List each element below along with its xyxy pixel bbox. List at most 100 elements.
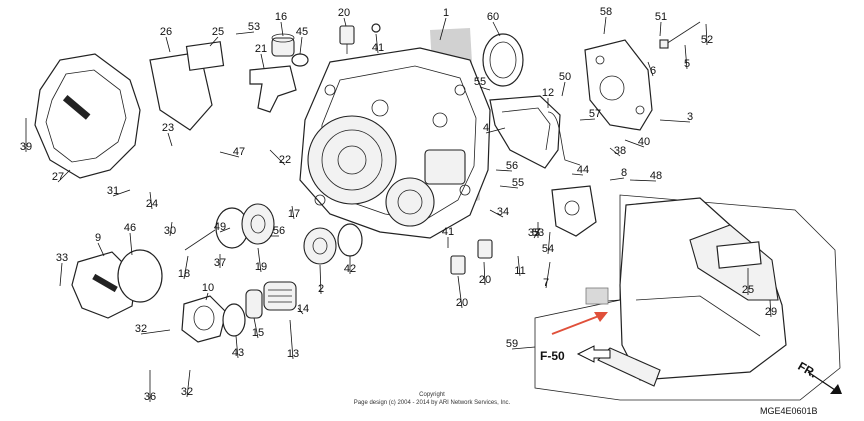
callout-32[interactable]: 32 bbox=[135, 323, 147, 335]
callout-33[interactable]: 33 bbox=[56, 252, 68, 264]
callout-45[interactable]: 45 bbox=[296, 26, 308, 38]
callout-59[interactable]: 59 bbox=[506, 338, 518, 350]
callout-55[interactable]: 55 bbox=[512, 177, 524, 189]
crankcase-cover[interactable] bbox=[299, 47, 491, 239]
oil-seal-62[interactable] bbox=[482, 33, 524, 87]
callout-38[interactable]: 38 bbox=[614, 145, 626, 157]
callout-39[interactable]: 39 bbox=[20, 141, 32, 153]
label-sticker-right[interactable] bbox=[716, 241, 762, 269]
callout-54[interactable]: 54 bbox=[542, 243, 554, 255]
callout-41[interactable]: 41 bbox=[442, 226, 454, 238]
callout-15[interactable]: 15 bbox=[252, 327, 264, 339]
callout-24[interactable]: 24 bbox=[146, 198, 158, 210]
callout-35[interactable]: 35 bbox=[528, 227, 540, 239]
callout-leader bbox=[479, 86, 491, 91]
callout-42[interactable]: 42 bbox=[344, 263, 356, 275]
callout-9[interactable]: 9 bbox=[95, 232, 101, 244]
callout-52[interactable]: 52 bbox=[701, 34, 713, 46]
callout-27[interactable]: 27 bbox=[52, 171, 64, 183]
callout-58[interactable]: 58 bbox=[600, 6, 612, 18]
callout-2[interactable]: 2 bbox=[318, 283, 324, 295]
callout-23[interactable]: 23 bbox=[162, 122, 174, 134]
valve-block[interactable] bbox=[551, 185, 597, 237]
callout-6[interactable]: 6 bbox=[650, 65, 656, 77]
callout-32[interactable]: 32 bbox=[181, 386, 193, 398]
long-bolt-5[interactable] bbox=[659, 21, 701, 49]
callout-leader bbox=[209, 36, 219, 47]
cover-plate-3[interactable] bbox=[584, 39, 653, 131]
callout-51[interactable]: 51 bbox=[655, 11, 667, 23]
callout-55[interactable]: 55 bbox=[474, 76, 486, 88]
callout-57[interactable]: 57 bbox=[589, 108, 601, 120]
plate-4[interactable] bbox=[489, 95, 561, 169]
sensor-20-right[interactable] bbox=[477, 239, 493, 259]
callout-53[interactable]: 53 bbox=[248, 21, 260, 33]
callout-31[interactable]: 31 bbox=[107, 185, 119, 197]
callout-53[interactable]: 53 bbox=[532, 227, 544, 239]
guard-cover[interactable] bbox=[34, 53, 141, 179]
callout-60[interactable]: 60 bbox=[487, 11, 499, 23]
oil-pipe-12[interactable] bbox=[547, 111, 581, 166]
callout-leader bbox=[495, 169, 513, 172]
collar-15[interactable] bbox=[245, 289, 263, 319]
callout-56[interactable]: 56 bbox=[273, 225, 285, 237]
callout-50[interactable]: 50 bbox=[559, 71, 571, 83]
callout-11[interactable]: 11 bbox=[514, 265, 525, 277]
callout-49[interactable]: 49 bbox=[214, 221, 226, 233]
callout-20[interactable]: 20 bbox=[479, 274, 491, 286]
callout-5[interactable]: 5 bbox=[684, 58, 690, 70]
callout-12[interactable]: 12 bbox=[542, 87, 554, 99]
callout-20[interactable]: 20 bbox=[338, 7, 350, 19]
callout-25[interactable]: 25 bbox=[212, 26, 224, 38]
callout-17[interactable]: 17 bbox=[288, 208, 300, 220]
o-ring-42[interactable] bbox=[337, 223, 363, 257]
callout-29[interactable]: 29 bbox=[765, 306, 777, 318]
callout-56[interactable]: 56 bbox=[506, 160, 518, 172]
callout-48[interactable]: 48 bbox=[650, 170, 662, 182]
callout-7[interactable]: 7 bbox=[543, 277, 549, 289]
filter-13[interactable] bbox=[263, 281, 297, 311]
callout-22[interactable]: 22 bbox=[279, 154, 291, 166]
callout-leader bbox=[169, 221, 173, 237]
bracket-21[interactable] bbox=[249, 65, 297, 113]
callout-25[interactable]: 25 bbox=[742, 284, 754, 296]
rotor-assembly[interactable] bbox=[215, 203, 275, 249]
o-ring-43[interactable] bbox=[222, 303, 246, 337]
o-ring-46[interactable] bbox=[117, 249, 163, 303]
front-arrow-icon bbox=[807, 371, 842, 394]
callout-46[interactable]: 46 bbox=[124, 222, 136, 234]
callout-16[interactable]: 16 bbox=[275, 11, 287, 23]
callout-44[interactable]: 44 bbox=[577, 164, 589, 176]
bolt-18[interactable] bbox=[184, 229, 216, 251]
callout-1[interactable]: 1 bbox=[443, 7, 449, 19]
callout-41[interactable]: 41 bbox=[372, 42, 384, 54]
oil-cap[interactable] bbox=[271, 33, 295, 57]
highlight-box-28[interactable] bbox=[585, 287, 609, 305]
callout-leader bbox=[269, 149, 286, 166]
callout-20[interactable]: 20 bbox=[456, 297, 468, 309]
washer-41-top[interactable] bbox=[371, 23, 381, 33]
sensor-20-top[interactable] bbox=[339, 25, 355, 54]
callout-37[interactable]: 37 bbox=[214, 257, 226, 269]
callout-13[interactable]: 13 bbox=[287, 348, 299, 360]
callout-43[interactable]: 43 bbox=[232, 347, 244, 359]
sensor-20-left[interactable] bbox=[450, 255, 466, 275]
callout-34[interactable]: 34 bbox=[497, 206, 509, 218]
callout-19[interactable]: 19 bbox=[255, 261, 267, 273]
pulley-2[interactable] bbox=[303, 227, 337, 265]
callout-40[interactable]: 40 bbox=[638, 136, 650, 148]
callout-4[interactable]: 4 bbox=[483, 122, 489, 134]
callout-18[interactable]: 18 bbox=[178, 268, 190, 280]
callout-36[interactable]: 36 bbox=[144, 391, 156, 403]
callout-10[interactable]: 10 bbox=[202, 282, 214, 294]
cover-10[interactable] bbox=[181, 295, 227, 343]
o-ring-45[interactable] bbox=[291, 53, 309, 67]
callout-14[interactable]: 14 bbox=[297, 303, 309, 315]
callout-8[interactable]: 8 bbox=[621, 167, 627, 179]
callout-30[interactable]: 30 bbox=[164, 225, 176, 237]
callout-26[interactable]: 26 bbox=[160, 26, 172, 38]
callout-47[interactable]: 47 bbox=[233, 146, 245, 158]
callout-21[interactable]: 21 bbox=[255, 43, 267, 55]
callout-3[interactable]: 3 bbox=[687, 111, 693, 123]
label-sticker[interactable] bbox=[185, 41, 225, 71]
